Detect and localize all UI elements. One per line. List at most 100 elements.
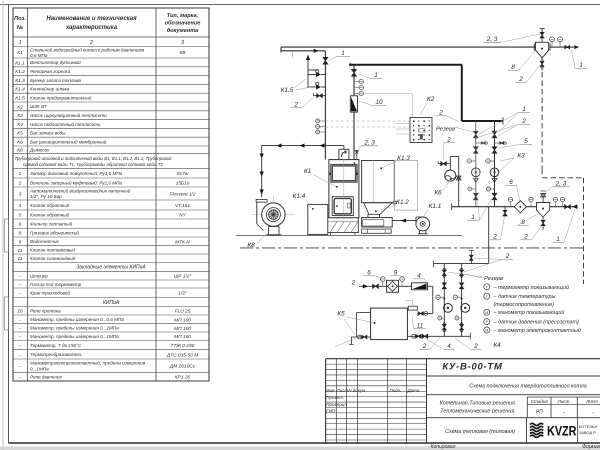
svg-text:Закладные элементы КИПиА: Закладные элементы КИПиА [76, 265, 146, 271]
svg-text:–: – [18, 365, 22, 370]
svg-text:1/2", Ру 10 Бар: 1/2", Ру 10 Бар [30, 194, 62, 199]
svg-text:– манометр показывающий: – манометр показывающий [493, 309, 565, 316]
svg-text:документа: документа [167, 28, 199, 34]
svg-text:Лист: Лист [585, 399, 598, 404]
svg-text:Поз.: Поз. [14, 16, 26, 22]
svg-text:6: 6 [19, 222, 22, 228]
svg-text:К6: К6 [17, 140, 23, 146]
svg-text:–: – [18, 344, 22, 349]
svg-text:МП 160: МП 160 [174, 334, 191, 340]
svg-text:2, 3: 2, 3 [555, 181, 567, 188]
svg-text:9: 9 [19, 239, 22, 245]
svg-text:2: 2 [293, 102, 298, 109]
svg-text:К1.1: К1.1 [15, 60, 25, 66]
svg-text:Манометр, пределы измерения: Манометр, пределы измерения 0...1МПа [30, 326, 119, 331]
svg-text:Т: Т [486, 285, 488, 289]
svg-text:ТТЖ 0-150: ТТЖ 0-150 [171, 343, 195, 349]
svg-text:К1.3: К1.3 [397, 155, 410, 162]
svg-text:Схема тепловая (типовая): Схема тепловая (типовая) [445, 429, 515, 435]
svg-text:К5: К5 [337, 311, 345, 318]
svg-text:К1.4: К1.4 [293, 193, 306, 200]
svg-text:NY: NY [179, 212, 186, 218]
svg-text:Термопреобразователь: Термопреобразователь [30, 352, 83, 357]
svg-text:6: 6 [509, 179, 513, 186]
svg-text:Резерв: Резерв [436, 127, 455, 133]
svg-text:Клапан поплавковый: Клапан поплавковый [30, 247, 75, 253]
svg-text:0...1МПа: 0...1МПа [30, 366, 49, 371]
svg-text:– датчик температуры: – датчик температуры [493, 294, 556, 300]
svg-text:Р: Р [486, 320, 489, 324]
svg-text:КИПиА: КИПиА [103, 300, 120, 306]
svg-text:Стальной водогрейный котел с р: Стальной водогрейный котел с рабочим дав… [30, 46, 145, 52]
svg-text:Клапан соленоидный: Клапан соленоидный [30, 255, 76, 261]
svg-text:К4: К4 [493, 342, 501, 349]
svg-text:–: – [18, 335, 22, 340]
svg-text:– датчик давления (прессоста: – датчик давления (прессостат) [493, 320, 579, 326]
svg-text:Формат: Формат [582, 444, 600, 450]
svg-text:FLU 25: FLU 25 [175, 309, 191, 315]
svg-text:2: 2 [521, 118, 526, 125]
svg-text:К1.5: К1.5 [15, 96, 25, 102]
svg-text:Водосчетчик: Водосчетчик [30, 239, 59, 244]
svg-text:КУ-В-00-ТМ: КУ-В-00-ТМ [442, 360, 502, 371]
svg-text:4: 4 [19, 203, 22, 209]
svg-text:Бункер запаса топлива: Бункер запаса топлива [30, 78, 81, 83]
svg-text:К8: К8 [17, 148, 23, 154]
svg-text:характеристика: характеристика [65, 25, 118, 31]
svg-text:ШР 1/2": ШР 1/2" [174, 274, 192, 280]
svg-text:Насос циркуляционный теплосети: Насос циркуляционный теплосети [30, 112, 107, 118]
svg-text:Автоматический воздухоотводчи: Автоматический воздухоотводчик латунный [29, 188, 131, 194]
svg-text:ДТС 035-50 М: ДТС 035-50 М [166, 352, 198, 358]
svg-text:2: 2 [505, 253, 510, 260]
svg-text:КВ: КВ [179, 50, 186, 56]
svg-text:К5: К5 [17, 131, 23, 137]
svg-text:10: 10 [17, 309, 23, 315]
svg-text:Штуцер: Штуцер [30, 273, 48, 278]
svg-text:Гильза под термометр: Гильза под термометр [30, 282, 82, 287]
svg-text:К1.5: К1.5 [281, 87, 294, 94]
svg-text:1: 1 [19, 171, 22, 177]
svg-text:2: 2 [422, 343, 427, 350]
svg-text:1: 1 [374, 72, 378, 79]
svg-text:№: № [17, 25, 24, 31]
svg-text:9: 9 [394, 270, 398, 277]
svg-text:Трубопровод исходной и подпито: Трубопровод исходной и подпиточной воды … [15, 156, 172, 161]
svg-text:Проект.: Проект. [326, 395, 344, 400]
svg-text:К1: К1 [304, 168, 312, 175]
svg-text:Проверил: Проверил [326, 402, 347, 407]
svg-text:РП: РП [536, 410, 543, 416]
svg-text:1/2": 1/2" [178, 291, 187, 297]
svg-text:Манометрэлектроконтактный, пр: Манометрэлектроконтактный, пределы измер… [30, 360, 146, 366]
svg-text:VT.161: VT.161 [175, 203, 190, 209]
svg-text:3: 3 [181, 40, 184, 46]
svg-text:2: 2 [446, 137, 451, 144]
svg-text:Реле протока: Реле протока [30, 309, 61, 314]
svg-text:(термосопротивление): (термосопротивление) [494, 302, 555, 308]
svg-text:Тепломеханические решения.: Тепломеханические решения. [440, 409, 515, 415]
svg-text:2: 2 [351, 280, 356, 287]
svg-text:Клапан предохранительный: Клапан предохранительный [30, 94, 92, 100]
svg-text:11: 11 [18, 248, 23, 254]
svg-text:11: 11 [18, 256, 23, 262]
svg-text:М: М [485, 329, 488, 333]
svg-text:-: - [563, 410, 565, 416]
svg-text:– термометр показывающий: – термометр показывающий [493, 284, 569, 291]
svg-text:1: 1 [522, 106, 526, 113]
svg-text:Лист: Лист [557, 399, 570, 404]
svg-text:0,6 МПа: 0,6 МПа [30, 53, 48, 58]
svg-text:М: М [485, 311, 488, 315]
svg-text:К3: К3 [17, 113, 23, 119]
svg-text:ШЗК ВТ: ШЗК ВТ [30, 104, 48, 109]
svg-text:Наименование и техническая: Наименование и техническая [46, 16, 137, 22]
svg-text:1: 1 [579, 62, 583, 69]
svg-text:Вентиль запорный муфтовый: Ру: Вентиль запорный муфтовый: Ру1,6 МПа [30, 179, 122, 185]
svg-text:KVZR: KVZR [547, 424, 577, 439]
svg-text:Реле давления: Реле давления [30, 375, 62, 380]
svg-text:ДМ 2010Сг: ДМ 2010Сг [169, 364, 196, 370]
svg-text:1: 1 [19, 40, 22, 46]
svg-text:Стадия: Стадия [531, 399, 549, 404]
svg-text:Реторная горелка: Реторная горелка [30, 69, 71, 74]
svg-text:К2: К2 [17, 104, 23, 110]
svg-text:Кран трехходовой: Кран трехходовой [30, 290, 70, 296]
svg-text:К1: К1 [17, 50, 23, 56]
